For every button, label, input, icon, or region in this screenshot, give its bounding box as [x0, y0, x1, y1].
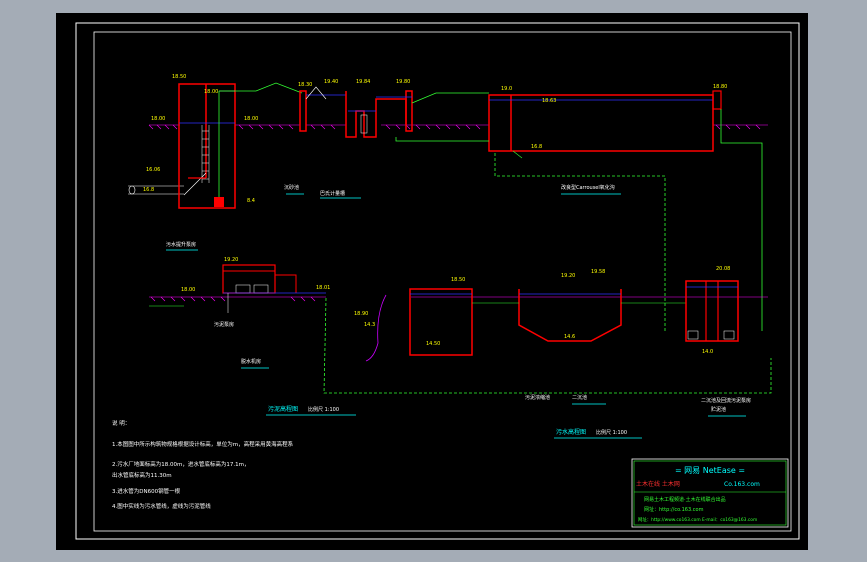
- label-grit: 沉砂池: [284, 184, 299, 191]
- notes-line3: 3.进水管为DN600钢管一根: [112, 487, 181, 495]
- label-carrousel: 改良型Carrousel氧化沟: [561, 184, 615, 191]
- svg-text:19.58: 19.58: [591, 269, 605, 275]
- tb-g1: 网易土木工程频道·土木在线联合出品: [644, 496, 726, 503]
- label-dewater: 脱水机房: [241, 358, 261, 365]
- svg-text:8.4: 8.4: [247, 198, 255, 204]
- notes-line1: 1.本图图中所示构筑物规格根据设计标高，单位为m，高程采用黄海高程系: [112, 440, 294, 448]
- sewage-profile: 18.50 18.00 18.00 18.00 16.06 16.8 8.4 1…: [128, 74, 768, 331]
- cad-viewport[interactable]: 18.50 18.00 18.00 18.00 16.06 16.8 8.4 1…: [56, 13, 808, 550]
- grit-chamber: [299, 86, 346, 132]
- carrousel-ditch: [488, 90, 722, 159]
- svg-text:14.6: 14.6: [564, 334, 575, 340]
- elevation-drawing: 18.50 18.00 18.00 18.00 16.06 16.8 8.4 1…: [75, 22, 800, 540]
- svg-text:18.90: 18.90: [354, 311, 368, 317]
- svg-text:18.50: 18.50: [172, 74, 186, 80]
- secondary-clarifier: [685, 280, 739, 342]
- label-clarifier: 二沉池: [572, 394, 587, 401]
- tb-g2: 网址：http://co.163.com: [644, 506, 704, 513]
- inner-frame: [93, 31, 792, 532]
- label-storage: 贮泥池: [711, 406, 726, 413]
- svg-text:18.01: 18.01: [316, 285, 330, 291]
- tb-red-right: Co.163.com: [724, 481, 760, 488]
- svg-text:18.63: 18.63: [542, 98, 556, 104]
- svg-text:19.40: 19.40: [324, 79, 338, 85]
- pump-house: [178, 83, 236, 209]
- svg-text:16.8: 16.8: [143, 187, 154, 193]
- tb-red-left: 土木在线 土木网: [636, 480, 680, 488]
- label-final: 二沉池及回流污泥泵房: [701, 397, 751, 404]
- svg-text:14.50: 14.50: [426, 341, 440, 347]
- notes-line4: 4.图中实线为污水管线，虚线为污泥管线: [112, 502, 211, 510]
- label-sludge-pump: 污泥泵房: [214, 321, 234, 328]
- label-pump-house: 污水提升泵房: [166, 241, 196, 248]
- svg-text:18.30: 18.30: [298, 82, 312, 88]
- storage-tank: [409, 288, 473, 356]
- svg-text:16.06: 16.06: [146, 167, 160, 173]
- svg-text:19.20: 19.20: [224, 257, 238, 263]
- outer-frame: [75, 22, 800, 540]
- svg-text:19.80: 19.80: [396, 79, 410, 85]
- label-thickener: 污泥浓缩池: [525, 394, 550, 401]
- tb-top: = 网易 NetEase =: [675, 466, 745, 475]
- title-block: = 网易 NetEase = 土木在线 土木网 Co.163.com 网易土木工…: [631, 458, 789, 528]
- title-sludge-profile: 污泥高程图: [268, 405, 298, 413]
- sludge-pump-room: [222, 264, 326, 313]
- label-parshall: 巴氏计量槽: [320, 190, 345, 197]
- sludge-profile: 19.20 18.00 18.01 18.50 14.50 19.20 19.5…: [149, 257, 772, 439]
- notes-title: 说 明：: [112, 419, 130, 427]
- svg-text:19.84: 19.84: [356, 79, 370, 85]
- notes-line2b: 出水管底标高为11.30m: [112, 471, 172, 479]
- svg-text:19.0: 19.0: [501, 86, 512, 92]
- tb-g3: 网址：http://www.co163.com E-mail：co163@163…: [638, 516, 757, 523]
- svg-text:18.00: 18.00: [204, 89, 218, 95]
- svg-text:14.3: 14.3: [364, 322, 375, 328]
- svg-text:16.8: 16.8: [531, 144, 542, 150]
- title-sewage-profile: 污水高程图: [556, 428, 586, 436]
- svg-text:18.80: 18.80: [713, 84, 727, 90]
- svg-text:18.00: 18.00: [181, 287, 195, 293]
- svg-text:14.0: 14.0: [702, 349, 713, 355]
- svg-text:19.20: 19.20: [561, 273, 575, 279]
- scale-sludge: 比例尺 1:100: [308, 406, 339, 413]
- parshall-flume: [345, 90, 413, 138]
- svg-text:20.08: 20.08: [716, 266, 730, 272]
- svg-text:18.00: 18.00: [244, 116, 258, 122]
- svg-text:18.50: 18.50: [451, 277, 465, 283]
- sludge-thickener: [472, 289, 686, 342]
- svg-text:18.00: 18.00: [151, 116, 165, 122]
- notes-line2: 2.污水厂地面标高为18.00m，进水管底标高为17.1m，: [112, 460, 249, 468]
- scale-sewage: 比例尺 1:100: [596, 429, 627, 436]
- design-notes: 说 明： 1.本图图中所示构筑物规格根据设计标高，单位为m，高程采用黄海高程系 …: [112, 419, 294, 510]
